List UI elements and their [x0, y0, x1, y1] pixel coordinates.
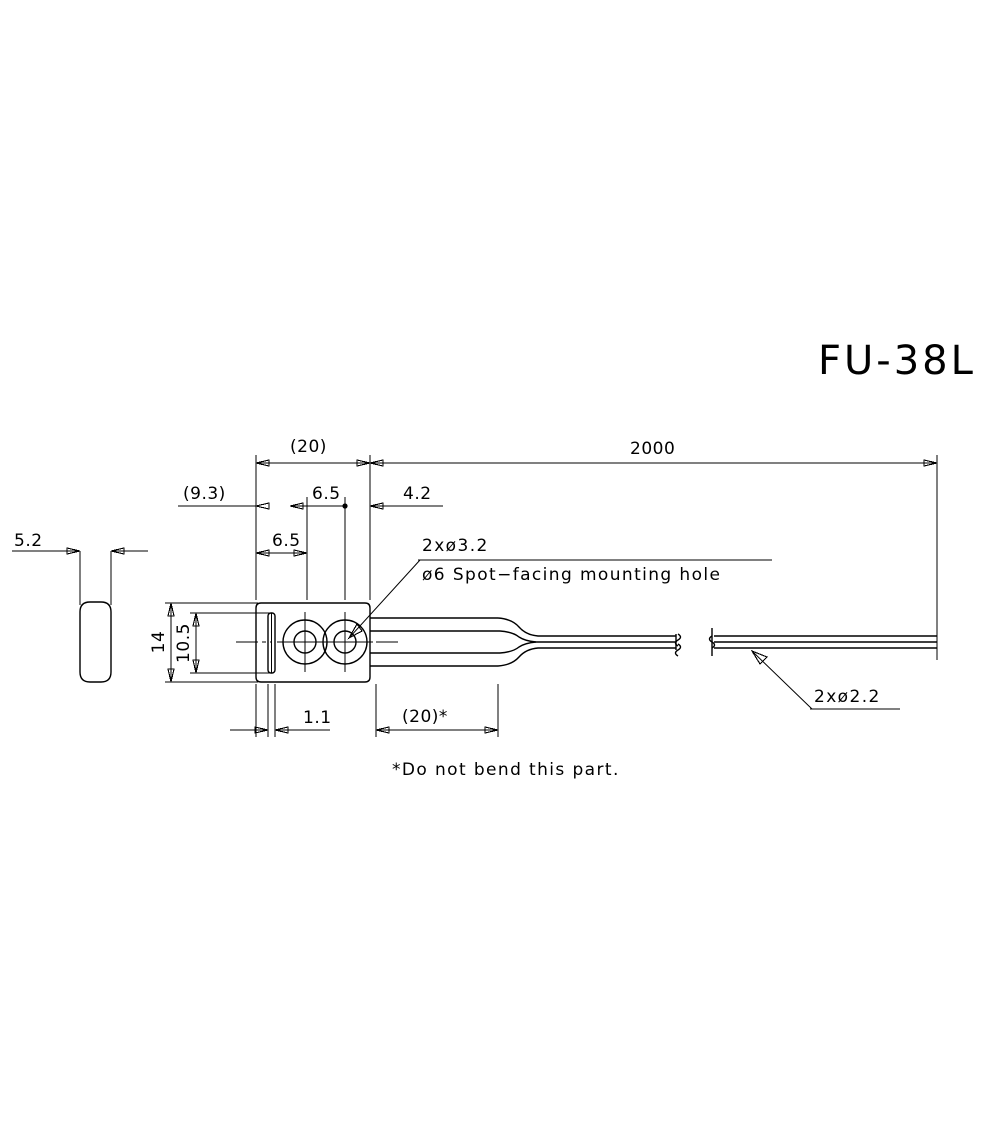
dim-20-body-width: (20): [255, 437, 395, 467]
annotation-cable-diameter: 2xø2.2: [750, 649, 900, 710]
annotation-hole-line1: 2xø3.2: [422, 536, 489, 556]
cable-assembly: [370, 617, 937, 667]
dim-2000-cable: 2000: [380, 439, 938, 467]
annotation-hole-line2: ø6 Spot−facing mounting hole: [422, 565, 721, 585]
dim-20-nobend: (20)*: [375, 707, 499, 734]
dim-5.2-label: 5.2: [14, 531, 43, 551]
dim-4.2-label: 4.2: [403, 484, 432, 504]
dim-2000-label: 2000: [630, 439, 675, 459]
extension-lines: [165, 455, 938, 737]
dim-1.1-slot-width: 1.1: [230, 708, 332, 734]
dim-1.1-label: 1.1: [303, 708, 332, 728]
dim-10.5-label: 10.5: [174, 623, 194, 663]
dim-10.5-slot: 10.5: [174, 612, 200, 674]
dim-6.5-lower-label: 6.5: [272, 531, 301, 551]
annotation-mounting-hole: 2xø3.2 ø6 Spot−facing mounting hole: [347, 536, 772, 640]
dim-6.5-lower: 6.5: [255, 531, 308, 557]
dim-20-nobend-label: (20)*: [402, 707, 448, 727]
sensor-body-outline: [255, 602, 371, 683]
dim-14-height: 14: [149, 602, 175, 683]
part-title: FU-38L: [818, 338, 976, 384]
mounting-hole-left: [277, 612, 333, 672]
dim-6.5-upper: 6.5: [289, 484, 348, 510]
body-slot: [267, 612, 276, 674]
dim-9.3: (9.3): [178, 484, 270, 510]
side-view-extension-lines: [79, 551, 112, 605]
dim-20-label: (20): [290, 437, 327, 457]
annotation-cable-dia-label: 2xø2.2: [814, 687, 881, 707]
dim-14-label: 14: [149, 631, 169, 654]
dim-5.2: 5.2: [12, 531, 148, 555]
dim-9.3-label: (9.3): [183, 484, 226, 504]
footnote-no-bend: *Do not bend this part.: [392, 760, 620, 780]
dim-6.5-upper-label: 6.5: [312, 484, 341, 504]
side-view-body: [79, 601, 112, 683]
mounting-hole-right: [317, 612, 373, 672]
dim-4.2: 4.2: [369, 484, 443, 510]
